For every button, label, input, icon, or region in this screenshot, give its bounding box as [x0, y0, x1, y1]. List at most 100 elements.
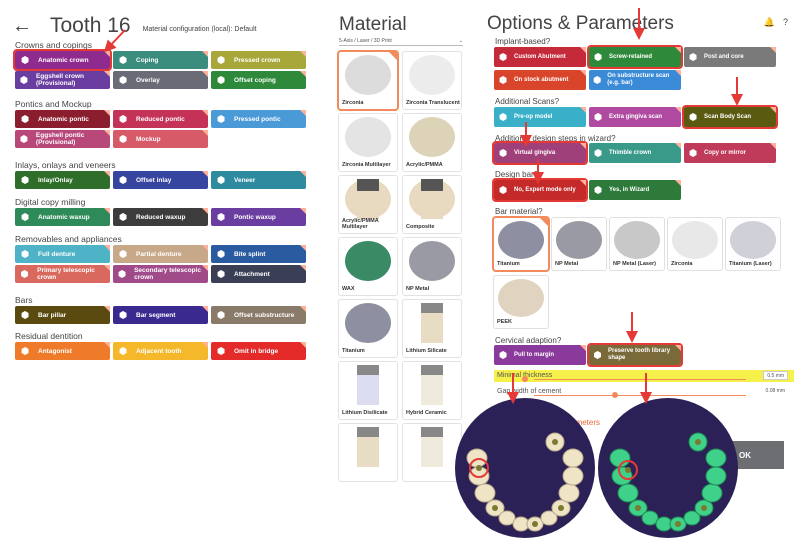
- step-virtual-gingiva-button[interactable]: ⬢Virtual gingiva: [492, 141, 588, 165]
- option-label: Extra gingiva scan: [609, 113, 663, 120]
- corner-marker: [580, 345, 586, 351]
- design-bar-yes-in-wizard-button[interactable]: ⬢Yes, in Wizard: [589, 180, 681, 200]
- implant-on-stock-abutment-button[interactable]: ⬢On stock abutment: [494, 70, 586, 90]
- indication-offset-coping-button[interactable]: ⬢Offset coping: [211, 71, 306, 89]
- minimal-thickness-knob[interactable]: [522, 376, 528, 382]
- material-card-lithium-disilicate[interactable]: Lithium Disilicate: [339, 362, 397, 419]
- material-card-composite[interactable]: Composite: [403, 176, 461, 233]
- implant-custom-abutment-button[interactable]: ⬢Custom Abutment: [494, 47, 586, 67]
- indication-bar-pillar-button[interactable]: ⬢Bar pillar: [15, 306, 110, 324]
- design-step-options: ⬢Virtual gingiva⬢Thimble crown⬢Copy or m…: [492, 141, 776, 165]
- minimal-thickness-value[interactable]: 0.5 mm: [763, 371, 788, 380]
- indication-pontic-waxup-button[interactable]: ⬢Pontic waxup: [211, 208, 306, 226]
- bar-material-label: Zirconia: [671, 261, 693, 267]
- corner-marker: [202, 110, 208, 116]
- indication-label: Offset coping: [234, 76, 276, 84]
- indication-label: Anatomic pontic: [38, 115, 89, 123]
- indication-pressed-pontic-button[interactable]: ⬢Pressed pontic: [211, 110, 306, 128]
- indication-secondary-telescopic-crown-button[interactable]: ⬢Secondary telescopic crown: [113, 265, 208, 283]
- cervical-preserve-tooth-library-shape-button[interactable]: ⬢Preserve tooth library shape: [587, 343, 683, 367]
- indication-offset-inlay-button[interactable]: ⬢Offset inlay: [113, 171, 208, 189]
- step-thimble-crown-button[interactable]: ⬢Thimble crown: [589, 143, 681, 163]
- bar-material-titanium[interactable]: Titanium: [494, 218, 548, 270]
- bar-material-titanium-laser[interactable]: Titanium (Laser): [726, 218, 780, 270]
- material-card-wax[interactable]: WAX: [339, 238, 397, 295]
- virtual-gingiva-icon: ⬢: [499, 147, 507, 158]
- arrow-left-icon[interactable]: ←: [12, 14, 32, 37]
- bar-material-peek[interactable]: PEEK: [494, 276, 548, 328]
- reduced-pontic-icon: ⬢: [119, 113, 127, 124]
- corner-marker: [300, 51, 306, 57]
- section-grid-residual-dentition: ⬢Antagonist⬢Adjacent tooth⬢Omit in bridg…: [15, 342, 307, 360]
- indication-offset-substructure-button[interactable]: ⬢Offset substructure: [211, 306, 306, 324]
- indication-bar-segment-button[interactable]: ⬢Bar segment: [113, 306, 208, 324]
- implant-on-substructure-scan-e-g-bar-button[interactable]: ⬢On substructure scan (e.g. bar): [589, 70, 681, 90]
- cement-gap-knob[interactable]: [612, 392, 618, 398]
- material-card-item-13[interactable]: [403, 424, 461, 481]
- indication-coping-button[interactable]: ⬢Coping: [113, 51, 208, 69]
- cement-gap-track[interactable]: [534, 395, 746, 396]
- indication-label: Coping: [136, 56, 159, 64]
- indication-anatomic-pontic-button[interactable]: ⬢Anatomic pontic: [15, 110, 110, 128]
- indication-overlay-button[interactable]: ⬢Overlay: [113, 71, 208, 89]
- material-card-item-12[interactable]: [339, 424, 397, 481]
- indication-omit-in-bridge-button[interactable]: ⬢Omit in bridge: [211, 342, 306, 360]
- bar-material-np-metal[interactable]: NP Metal: [552, 218, 606, 270]
- bell-icon[interactable]: 🔔: [763, 17, 775, 27]
- scan-pre-op-model-button[interactable]: ⬢Pre-op model: [494, 107, 586, 127]
- indication-eggshell-crown-provisional-button[interactable]: ⬢Eggshell crown (Provisional): [15, 71, 110, 89]
- indication-veneer-button[interactable]: ⬢Veneer: [211, 171, 306, 189]
- material-card-np-metal[interactable]: NP Metal: [403, 238, 461, 295]
- indication-label: Offset substructure: [234, 311, 295, 319]
- option-label: Preserve tooth library shape: [608, 348, 671, 361]
- indication-attachment-button[interactable]: ⬢Attachment: [211, 265, 306, 283]
- cervical-pull-to-margin-button[interactable]: ⬢Pull to margin: [494, 345, 586, 365]
- material-card-acrylic-pmma[interactable]: Acrylic/PMMA: [403, 114, 461, 171]
- bar-material-zirconia[interactable]: Zirconia: [668, 218, 722, 270]
- indication-anatomic-crown-button[interactable]: ⬢Anatomic crown: [13, 49, 112, 71]
- material-card-hybrid-ceramic[interactable]: Hybrid Ceramic: [403, 362, 461, 419]
- indication-primary-telescopic-crown-button[interactable]: ⬢Primary telescopic crown: [15, 265, 110, 283]
- indication-eggshell-pontic-provisional-button[interactable]: ⬢Eggshell pontic (Provisional): [15, 130, 110, 148]
- indication-reduced-pontic-button[interactable]: ⬢Reduced pontic: [113, 110, 208, 128]
- design-bar-no-expert-mode-only-button[interactable]: ⬢No, Expert mode only: [492, 178, 588, 202]
- indication-partial-denture-button[interactable]: ⬢Partial denture: [113, 245, 208, 263]
- cement-gap-value[interactable]: 0.08 mm: [762, 387, 788, 396]
- indication-label: Adjacent tooth: [136, 347, 182, 355]
- indication-adjacent-tooth-button[interactable]: ⬢Adjacent tooth: [113, 342, 208, 360]
- material-card-titanium[interactable]: Titanium: [339, 300, 397, 357]
- cement-gap-row[interactable]: Gap width of cement 0.08 mm: [494, 386, 794, 398]
- machine-select[interactable]: 5-Axis / Laser / 3D Print ⌄: [339, 37, 463, 46]
- indication-mockup-button[interactable]: ⬢Mockup: [113, 130, 208, 148]
- chevron-down-icon: ⌄: [458, 38, 463, 44]
- step-copy-or-mirror-button[interactable]: ⬢Copy or mirror: [684, 143, 776, 163]
- material-label: Lithium Disilicate: [342, 410, 388, 416]
- material-label: Zirconia Translucent: [406, 100, 460, 106]
- material-card-zirconia-multilayer[interactable]: Zirconia Multilayer: [339, 114, 397, 171]
- bar-material-np-metal-laser[interactable]: NP Metal (Laser): [610, 218, 664, 270]
- scan-extra-gingiva-scan-button[interactable]: ⬢Extra gingiva scan: [589, 107, 681, 127]
- material-card-lithium-silicate[interactable]: Lithium Silicate: [403, 300, 461, 357]
- material-card-zirconia[interactable]: Zirconia: [339, 52, 397, 109]
- pressed-crown-icon: ⬢: [217, 54, 225, 65]
- wizard-icon: ⬢: [594, 184, 602, 195]
- material-block: [421, 427, 443, 467]
- indication-reduced-waxup-button[interactable]: ⬢Reduced waxup: [113, 208, 208, 226]
- indication-full-denture-button[interactable]: ⬢Full denture: [15, 245, 110, 263]
- indication-anatomic-waxup-button[interactable]: ⬢Anatomic waxup: [15, 208, 110, 226]
- material-card-zirconia-translucent[interactable]: Zirconia Translucent: [403, 52, 461, 109]
- implant-post-and-core-button[interactable]: ⬢Post and core: [684, 47, 776, 67]
- corner-marker: [202, 342, 208, 348]
- indication-antagonist-button[interactable]: ⬢Antagonist: [15, 342, 110, 360]
- help-icon[interactable]: ?: [782, 17, 788, 27]
- more-parameters-link[interactable]: arameters: [564, 418, 601, 427]
- implant-screw-retained-button[interactable]: ⬢Screw-retained: [587, 45, 683, 69]
- minimal-thickness-track[interactable]: [534, 379, 746, 380]
- material-label: Titanium: [342, 348, 365, 354]
- indication-pressed-crown-button[interactable]: ⬢Pressed crown: [211, 51, 306, 69]
- scan-scan-body-scan-button[interactable]: ⬢Scan Body Scan: [682, 105, 778, 129]
- minimal-thickness-row[interactable]: Minimal thickness 0.5 mm: [494, 370, 794, 382]
- indication-bite-splint-button[interactable]: ⬢Bite splint: [211, 245, 306, 263]
- material-card-acrylic-pmma-multilayer[interactable]: Acrylic/PMMA Multilayer: [339, 176, 397, 233]
- indication-inlay-onlay-button[interactable]: ⬢Inlay/Onlay: [15, 171, 110, 189]
